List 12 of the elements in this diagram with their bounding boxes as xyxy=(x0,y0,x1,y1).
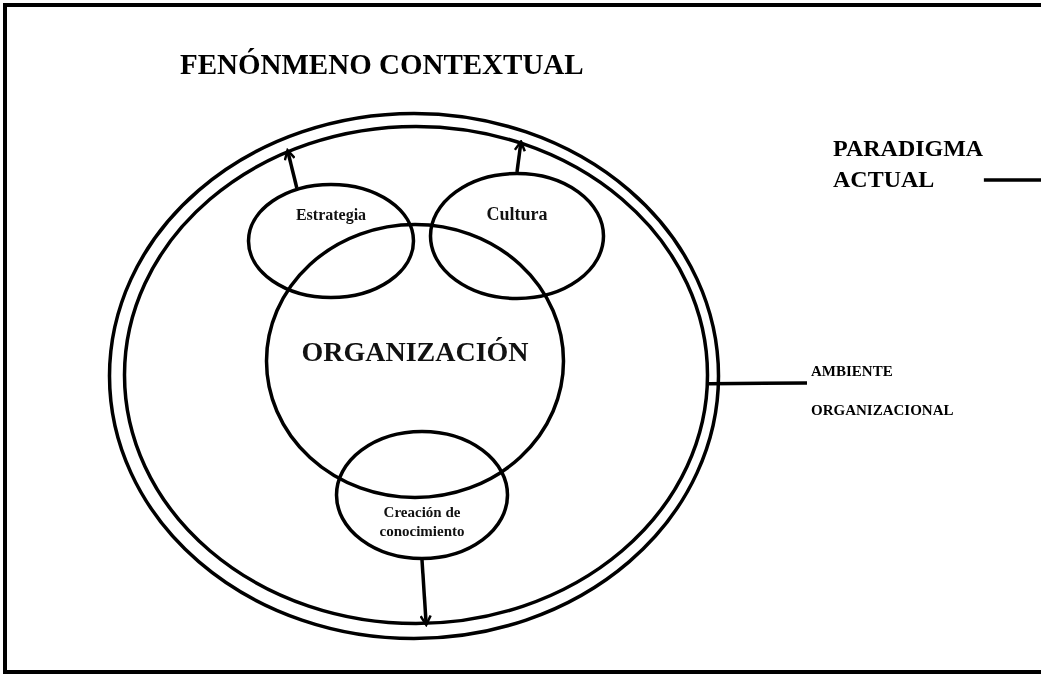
diagram-title: FENÓNMENO CONTEXTUAL xyxy=(180,48,584,81)
side-label: PARADIGMA ACTUAL xyxy=(833,133,982,196)
circle-label: ORGANIZACIÓN xyxy=(301,334,529,369)
leader-line xyxy=(983,178,1041,182)
leader-line xyxy=(708,381,807,386)
circle-label: Estrategia xyxy=(295,205,367,225)
arrow xyxy=(419,559,432,627)
side-label: AMBIENTE ORGANIZACIONAL xyxy=(811,352,954,430)
arrow xyxy=(283,149,299,189)
circle-label: Cultura xyxy=(486,202,548,226)
circle-label: Creación de conocimiento xyxy=(378,503,466,541)
arrow xyxy=(513,140,527,173)
